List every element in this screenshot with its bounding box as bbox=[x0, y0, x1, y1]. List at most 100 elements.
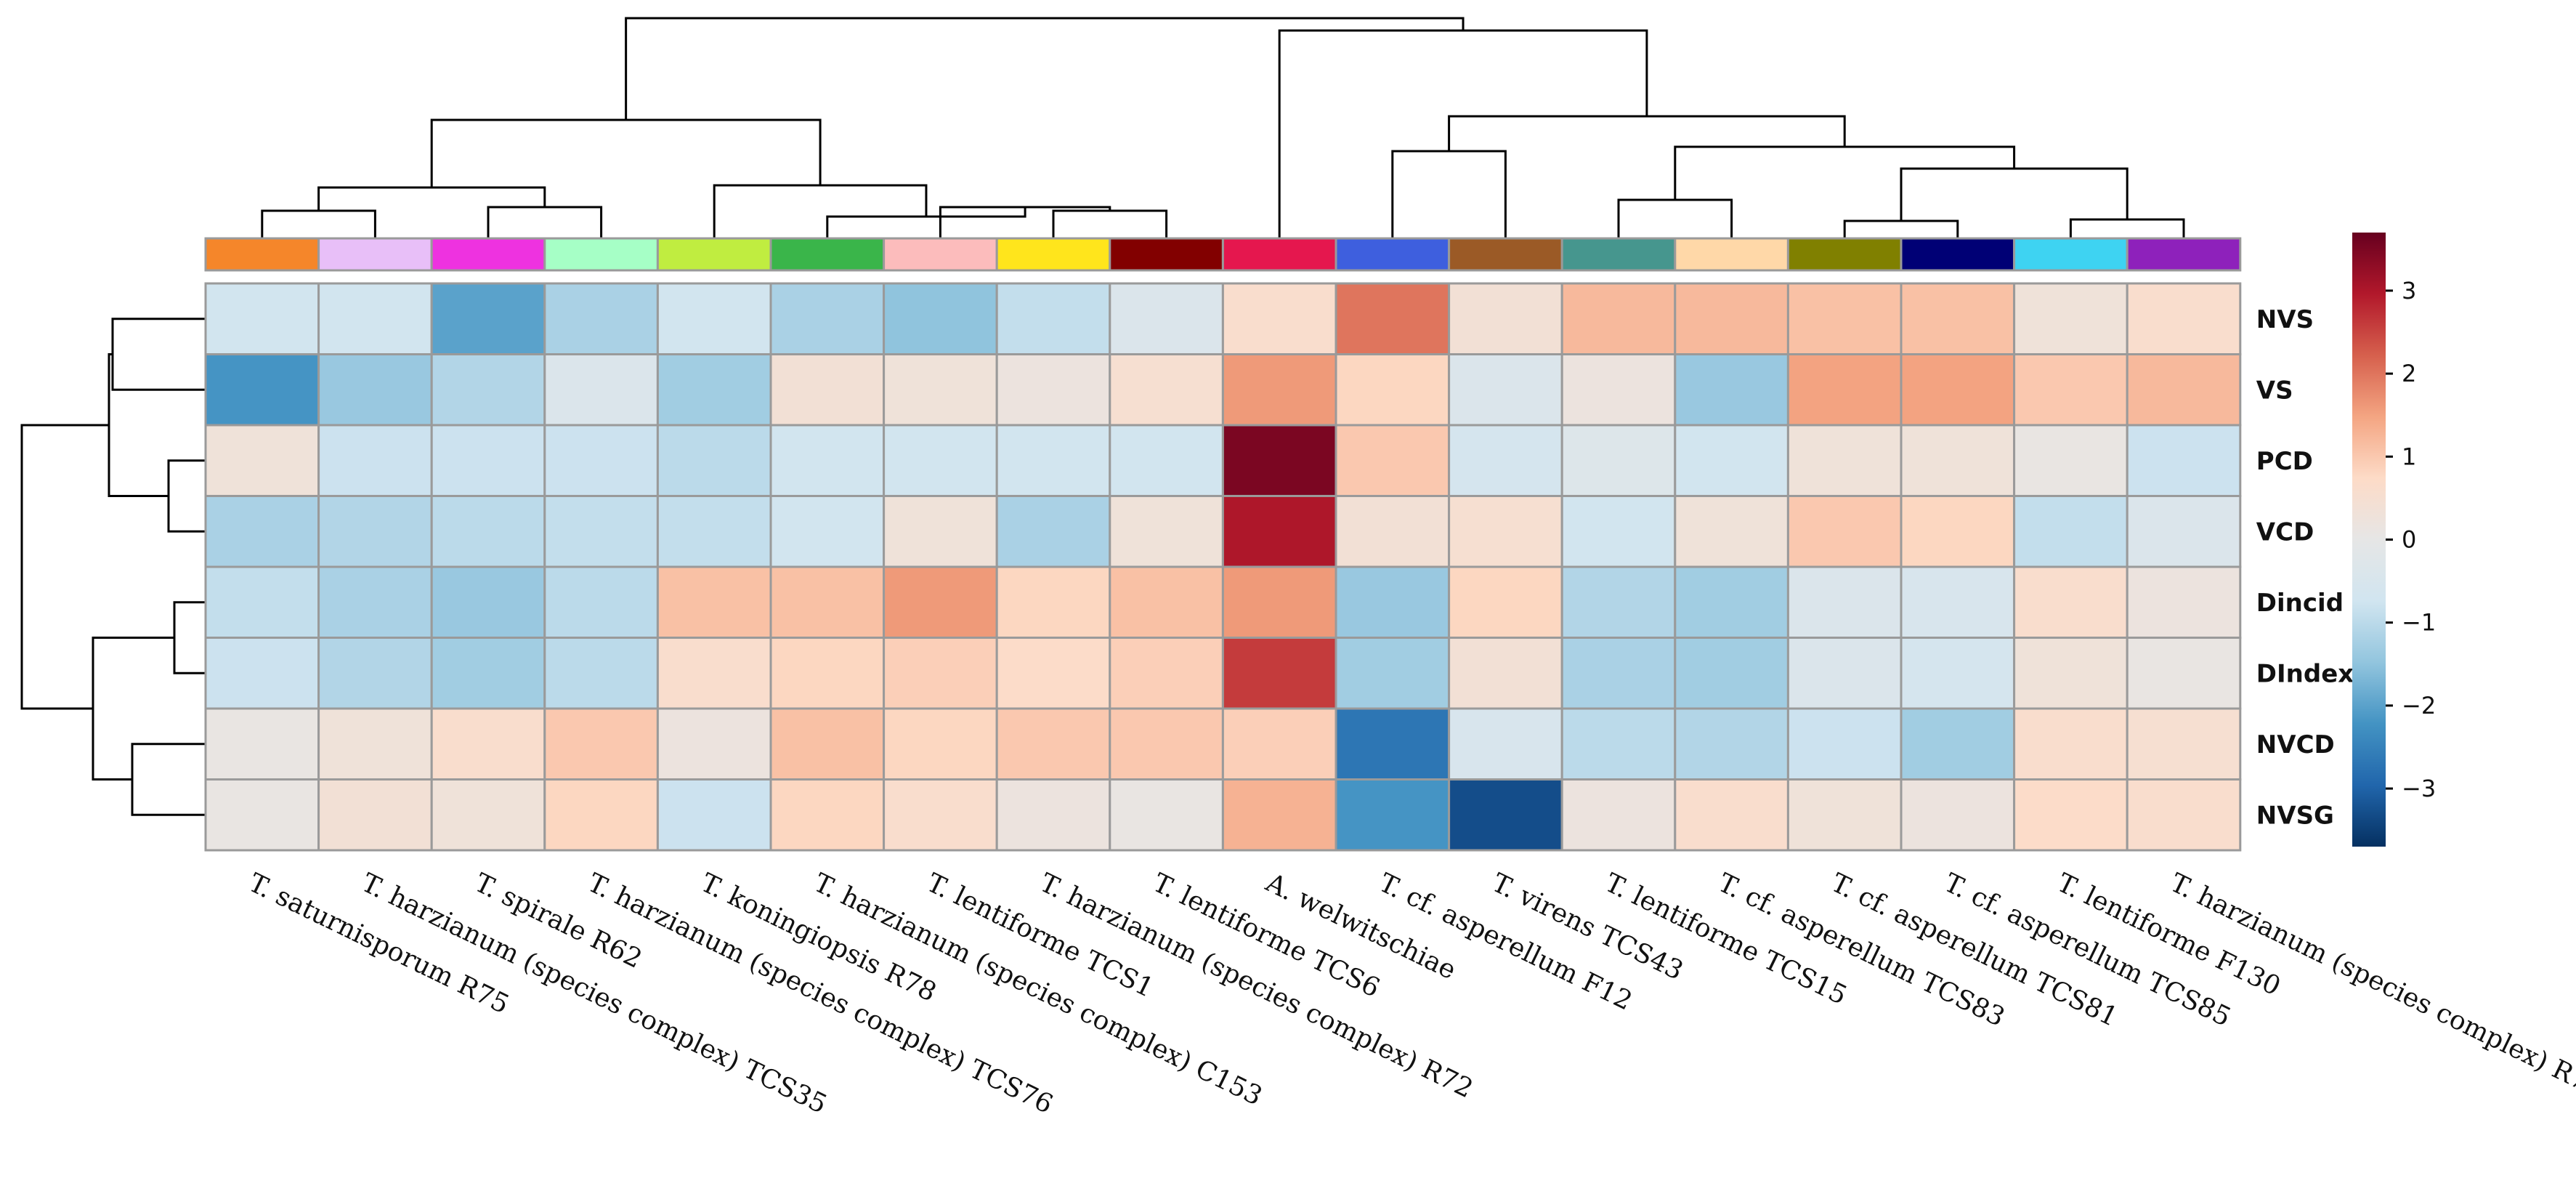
heatmap-cell bbox=[1334, 353, 1451, 427]
heatmap-cell bbox=[769, 565, 886, 639]
heatmap-cell bbox=[1448, 353, 1563, 427]
heatmap-cell bbox=[543, 565, 659, 639]
heatmap-cell bbox=[1334, 495, 1451, 568]
row-label: VS bbox=[2256, 376, 2293, 405]
row-dendrogram-branch bbox=[131, 743, 206, 816]
column-dendrogram-branch bbox=[1843, 219, 1959, 238]
heatmap-cell bbox=[1109, 424, 1224, 497]
annotation-swatch bbox=[1109, 237, 1224, 272]
heatmap-cell bbox=[2126, 778, 2242, 852]
heatmap-cell bbox=[204, 353, 320, 427]
heatmap-cell bbox=[204, 282, 320, 355]
legend-tick-label: −2 bbox=[2402, 692, 2436, 719]
heatmap-cell bbox=[317, 424, 433, 497]
legend-tick-label: −1 bbox=[2402, 609, 2436, 637]
heatmap-cell bbox=[1674, 495, 1789, 568]
heatmap-cell bbox=[1334, 707, 1451, 781]
annotation-swatch bbox=[204, 237, 320, 272]
heatmap-cell bbox=[1674, 565, 1789, 639]
heatmap-cell bbox=[204, 565, 320, 639]
heatmap-cell bbox=[883, 637, 998, 710]
heatmap-cell bbox=[1448, 637, 1563, 710]
heatmap-cell bbox=[543, 495, 659, 568]
row-label: PCD bbox=[2256, 447, 2313, 476]
heatmap-cell bbox=[1560, 778, 1677, 852]
heatmap-cell bbox=[204, 637, 320, 710]
heatmap-cell bbox=[1560, 424, 1677, 497]
heatmap-cell bbox=[430, 707, 546, 781]
legend-tick-label: 2 bbox=[2402, 360, 2416, 387]
heatmap-cell bbox=[430, 282, 546, 355]
heatmap-cell bbox=[1221, 495, 1337, 568]
heatmap-cell bbox=[1786, 282, 1903, 355]
heatmap-cell bbox=[995, 565, 1111, 639]
heatmap-cell bbox=[2013, 637, 2129, 710]
row-label: Dincid bbox=[2256, 589, 2344, 618]
heatmap-cell bbox=[1786, 495, 1903, 568]
heatmap-cell bbox=[430, 424, 546, 497]
legend-tick-label: 1 bbox=[2402, 443, 2416, 470]
heatmap-cell bbox=[1560, 565, 1677, 639]
heatmap-cell bbox=[2126, 707, 2242, 781]
heatmap-cell bbox=[995, 353, 1111, 427]
heatmap-cell bbox=[2013, 353, 2129, 427]
heatmap-cell bbox=[1448, 565, 1563, 639]
heatmap-cell bbox=[317, 495, 433, 568]
heatmap-cell bbox=[543, 707, 659, 781]
column-dendrogram-branch bbox=[625, 17, 1465, 120]
row-dendrogram bbox=[20, 318, 206, 816]
heatmap-cell bbox=[769, 495, 886, 568]
heatmap-cell bbox=[543, 637, 659, 710]
heatmap-cell bbox=[769, 778, 886, 852]
heatmap-cell bbox=[769, 637, 886, 710]
heatmap-cell bbox=[2126, 637, 2242, 710]
legend-tick-label: 0 bbox=[2402, 526, 2416, 554]
heatmap-cell bbox=[656, 424, 772, 497]
color-scale-bar bbox=[2352, 233, 2386, 847]
heatmap-cell bbox=[2013, 424, 2129, 497]
heatmap-cell bbox=[1109, 778, 1224, 852]
heatmap-cell bbox=[1448, 495, 1563, 568]
heatmap-cell bbox=[1221, 282, 1337, 355]
heatmap-cell bbox=[1109, 495, 1224, 568]
heatmap-cell bbox=[1109, 353, 1224, 427]
heatmap-cell bbox=[2126, 565, 2242, 639]
heatmap-cell bbox=[1221, 707, 1337, 781]
heatmap-cell bbox=[1786, 424, 1903, 497]
heatmap-cell bbox=[204, 424, 320, 497]
heatmap-cell bbox=[430, 778, 546, 852]
heatmap-cell bbox=[1560, 637, 1677, 710]
column-dendrogram-branch bbox=[1391, 150, 1507, 238]
heatmap-cell bbox=[656, 637, 772, 710]
heatmap-cell bbox=[1900, 707, 2016, 781]
heatmap-cell bbox=[1109, 707, 1224, 781]
row-label: NVS bbox=[2256, 305, 2314, 334]
annotation-swatch bbox=[543, 237, 659, 272]
column-dendrogram-branch bbox=[1617, 198, 1733, 238]
heatmap-cell bbox=[995, 495, 1111, 568]
heatmap-cell bbox=[2126, 424, 2242, 497]
heatmap-cell bbox=[317, 778, 433, 852]
row-dendrogram-branch bbox=[111, 318, 206, 391]
heatmap-cell bbox=[1448, 282, 1563, 355]
heatmap-cell bbox=[1109, 282, 1224, 355]
heatmap-cell bbox=[317, 565, 433, 639]
heatmap-cell bbox=[1900, 565, 2016, 639]
heatmap-cell bbox=[430, 495, 546, 568]
annotation-swatch bbox=[995, 237, 1111, 272]
annotation-swatch bbox=[1674, 237, 1789, 272]
column-label: T. harzianum (species complex) R74 bbox=[2166, 868, 2576, 1104]
heatmap-cell bbox=[1221, 565, 1337, 639]
heatmap-cell bbox=[1448, 707, 1563, 781]
heatmap-cell bbox=[1221, 424, 1337, 497]
heatmap-cell bbox=[769, 707, 886, 781]
heatmap-cell bbox=[883, 495, 998, 568]
heatmap-cell bbox=[430, 353, 546, 427]
heatmap-cell bbox=[2013, 495, 2129, 568]
column-dendrogram-branch bbox=[430, 118, 822, 187]
column-dendrogram-branch bbox=[2069, 218, 2185, 238]
heatmap-cell bbox=[1674, 778, 1789, 852]
heatmap-cell bbox=[1221, 637, 1337, 710]
